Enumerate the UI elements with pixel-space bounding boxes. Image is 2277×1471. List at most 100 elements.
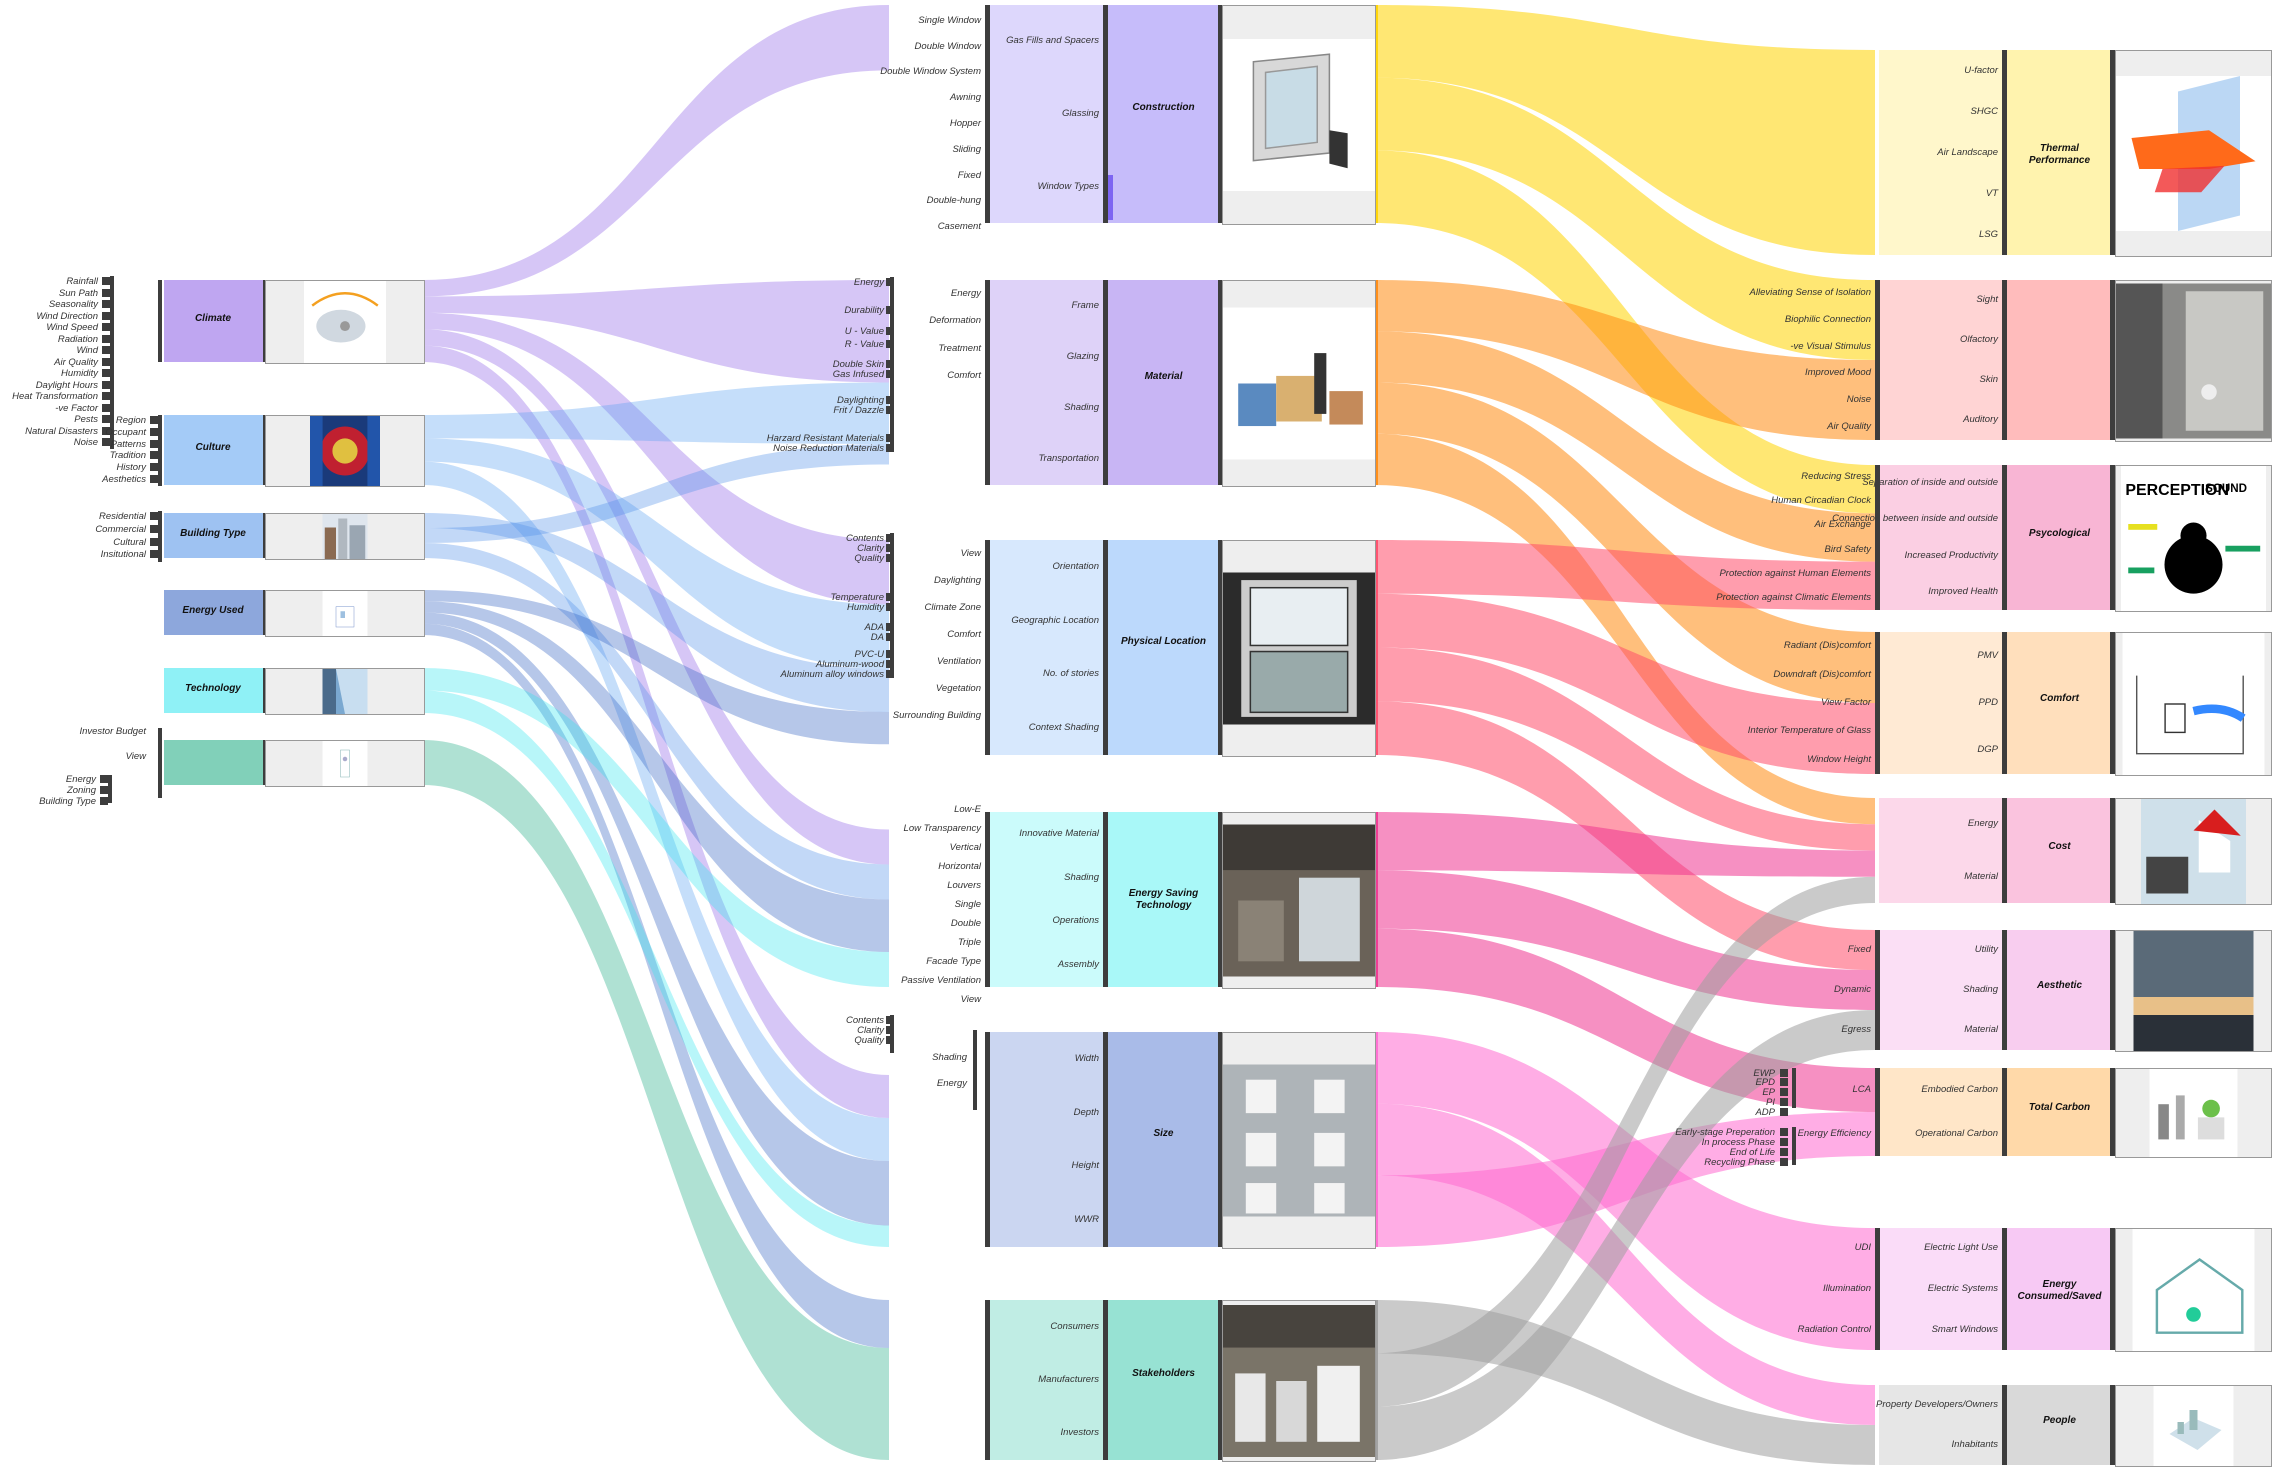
bar-energy_saving-left (985, 812, 990, 987)
bar-psycological-sub (2002, 465, 2007, 610)
flow-physical_location-to-psycological (1374, 540, 1875, 610)
label-radiant-dis-comfort: Radiant (Dis)comfort (1783, 640, 1871, 652)
image-comfort-sketch (2115, 632, 2272, 776)
label-quality: Quality (854, 553, 884, 564)
block-material (1107, 280, 1218, 485)
label-single-window: Single Window (918, 14, 981, 26)
node-title-building-type: Building Type (180, 527, 246, 539)
block-climate (164, 280, 263, 362)
band-stakeholders (989, 1300, 1103, 1460)
label-ada: ADA (864, 622, 884, 633)
label-sight: Sight (1976, 294, 1998, 305)
node-tick (150, 451, 158, 460)
bar-comfort-left (1875, 632, 1880, 774)
band-comfort (1879, 632, 2002, 774)
node-tick (102, 277, 110, 285)
label-recycling-phase: Recycling Phase (1704, 1157, 1775, 1168)
label-interior-temperature-of-glass: Interior Temperature of Glass (1747, 725, 1871, 737)
label-energy: Energy (1967, 818, 1998, 830)
band-thermal (1879, 50, 2002, 255)
label-humidity: Humidity (847, 602, 884, 613)
node-tick (102, 288, 110, 297)
label-sun-path: Sun Path (58, 287, 98, 299)
bar-energy_consumed-main (2110, 1228, 2115, 1350)
label-fixed: Fixed (1847, 944, 1871, 955)
label-lsg: LSG (1978, 228, 1998, 240)
label-facade-type: Facade Type (926, 956, 981, 968)
band-construction (989, 5, 1103, 223)
block-building_type (164, 513, 263, 558)
label-r-value: R - Value (844, 339, 884, 350)
label-wind-direction: Wind Direction (36, 310, 98, 322)
bar-energy_consumed-sub (2002, 1228, 2007, 1350)
flow-material-to-comfort (1374, 382, 1875, 703)
label-investor-budget: Investor Budget (79, 726, 146, 737)
label-low-transparency: Low Transparency (903, 822, 981, 834)
image-materials (1222, 280, 1376, 487)
label-shading: Shading (1963, 984, 1998, 995)
band-people (1879, 1385, 2002, 1465)
block-size (1107, 1032, 1218, 1247)
flow-culture-to-material (423, 382, 889, 444)
label-energy: Energy (853, 277, 884, 288)
bar-other-items (158, 728, 162, 798)
label-downdraft-dis-comfort: Downdraft (Dis)comfort (1773, 668, 1871, 680)
node-title-people: People (2043, 1415, 2076, 1426)
label-horizontal: Horizontal (938, 860, 981, 872)
node-tick (150, 537, 158, 546)
bar-climate-main (158, 280, 162, 362)
label-wind-speed: Wind Speed (46, 322, 98, 333)
bar-material-sub (1103, 280, 1108, 485)
flow-building_type-to-energy_saving (423, 543, 889, 900)
label-ewp: EWP (1753, 1068, 1775, 1079)
label-clarity: Clarity (857, 543, 884, 554)
label-no-of-stories: No. of stories (1043, 668, 1099, 680)
node-title-cost: Cost (2048, 840, 2071, 852)
label-noise: Noise (1846, 394, 1871, 405)
node-tick (150, 550, 158, 559)
node-tick (102, 311, 110, 320)
flow-climate-to-size (423, 345, 889, 1119)
label-wind: Wind (76, 345, 98, 356)
bar-climate-items (110, 276, 114, 449)
label-ep: EP (1762, 1087, 1775, 1098)
bar-total_carbon-main (2110, 1068, 2115, 1156)
node-title-culture: Culture (195, 442, 231, 453)
label-single: Single (954, 899, 981, 910)
label-material: Material (1964, 870, 1998, 882)
flow-anchor-size (1374, 1032, 1378, 1247)
label-casement: Casement (937, 221, 981, 233)
label-passive-ventilation: Passive Ventilation (901, 975, 981, 987)
node-tick (1780, 1078, 1788, 1086)
label-frit-dazzle: Frit / Dazzle (833, 405, 884, 416)
bar-stakeholders-sub (1103, 1300, 1108, 1460)
image-energy-sketch-left (265, 590, 425, 637)
node-tick (102, 438, 110, 446)
label-shading: Shading (1064, 871, 1099, 883)
block-cost (2006, 798, 2110, 903)
bar-people-sub (2002, 1385, 2007, 1465)
bar-size-left (985, 1032, 990, 1247)
label-wwr: WWR (1074, 1214, 1099, 1226)
block-energy_used (164, 590, 263, 635)
flow-energy_saving-to-cost (1374, 812, 1875, 877)
flow-technology-to-size (423, 690, 889, 1247)
label-depth: Depth (1073, 1106, 1099, 1118)
node-tick (102, 426, 110, 435)
label-epd: EPD (1755, 1077, 1775, 1088)
label-seasonality: Seasonality (48, 299, 98, 310)
label-view: View (960, 994, 981, 1006)
bar-aesthetic-main (2110, 930, 2115, 1050)
label-humidity: Humidity (61, 368, 98, 379)
flow-energy_used-to-energy_saving (423, 601, 889, 952)
label-protection-against-climatic-elements: Protection against Climatic Elements (1716, 591, 1871, 603)
image-senses-photo (2115, 280, 2272, 442)
node-title-energy-used: Energy Used (182, 604, 244, 616)
flow-construction-to-senses (1374, 77, 1875, 361)
block-energy_consumed (2006, 1228, 2110, 1350)
label-ve-factor: -ve Factor (55, 402, 98, 414)
label-energy: Energy (65, 774, 96, 785)
node-tick (1780, 1128, 1788, 1136)
